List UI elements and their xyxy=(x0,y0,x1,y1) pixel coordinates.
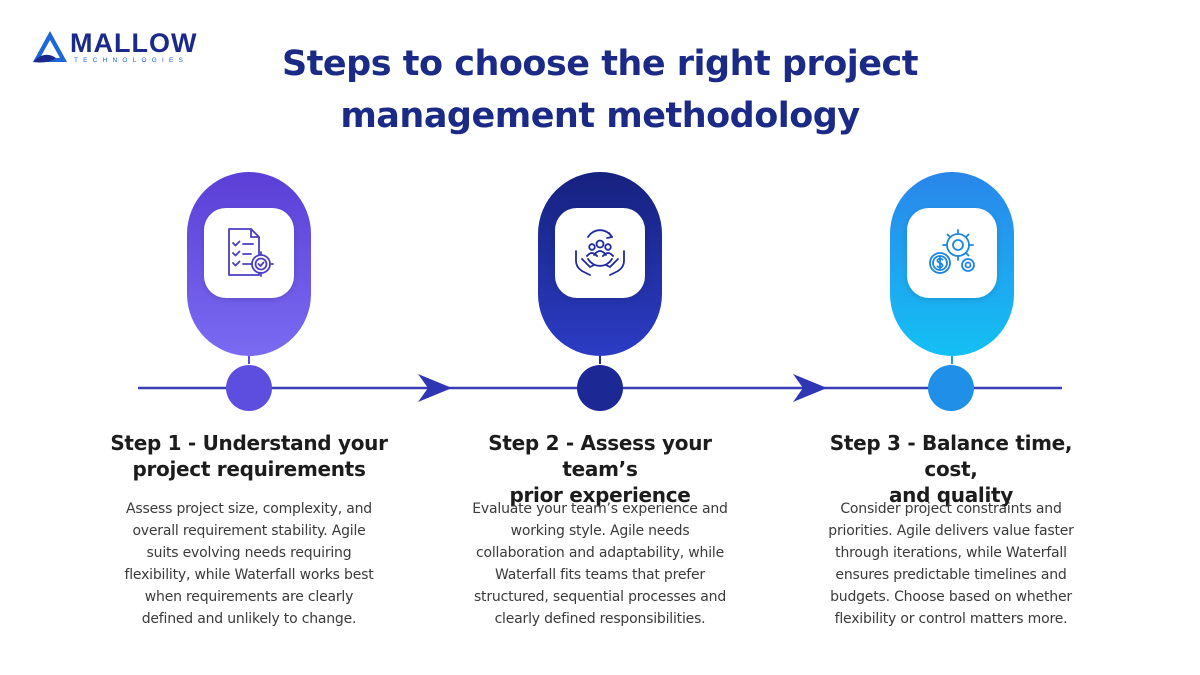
step-1-desc-line: flexibility, while Waterfall works best xyxy=(124,567,374,583)
step-3-node xyxy=(928,365,974,411)
step-1-icon-card xyxy=(204,208,294,298)
step-2-description: Evaluate your team’s experience and work… xyxy=(470,498,730,630)
step-2-title-line-2: prior experience xyxy=(509,483,691,507)
step-1-connector xyxy=(248,356,250,364)
mallow-logo-mark xyxy=(33,31,67,63)
step-3-icon-card xyxy=(907,208,997,298)
step-3-desc-line: flexibility or control matters more. xyxy=(834,611,1068,627)
step-1-desc-line: suits evolving needs requiring xyxy=(146,545,352,561)
gears-dollar-icon xyxy=(929,229,975,274)
step-3-title-line-1: Step 3 - Balance time, cost, xyxy=(829,431,1073,481)
step-2-desc-line: collaboration and adaptability, while xyxy=(475,545,724,561)
step-3-desc-line: ensures predictable timelines and xyxy=(835,567,1067,583)
step-1-desc-line: overall requirement stability. Agile xyxy=(132,523,366,539)
step-3-title: Step 3 - Balance time, cost, and quality xyxy=(801,430,1101,508)
company-logo: MALLOW TECHNOLOGIES xyxy=(30,28,200,68)
step-2-desc-line: working style. Agile needs xyxy=(510,523,690,539)
step-2-desc-line: Evaluate your team’s experience and xyxy=(472,501,728,517)
timeline-arrow-2 xyxy=(793,374,827,402)
title-line-2: management methodology xyxy=(340,96,860,136)
checklist-gear-icon xyxy=(228,228,274,277)
step-3-title-line-2: and quality xyxy=(888,483,1014,507)
step-3-connector xyxy=(951,356,953,364)
step-2-desc-line: structured, sequential processes and xyxy=(473,589,727,605)
step-3-desc-line: budgets. Choose based on whether xyxy=(830,589,1072,605)
step-3-desc-line: priorities. Agile delivers value faster xyxy=(828,523,1074,539)
page-title: Steps to choose the right project manage… xyxy=(200,38,1000,142)
step-1-desc-line: when requirements are clearly xyxy=(144,589,354,605)
step-1-title-line-2: project requirements xyxy=(132,457,366,481)
step-2-node xyxy=(577,365,623,411)
step-2-connector xyxy=(599,356,601,364)
title-line-1: Steps to choose the right project xyxy=(281,44,919,84)
step-3-desc-line: through iterations, while Waterfall xyxy=(835,545,1067,561)
logo-wordmark: MALLOW xyxy=(70,28,198,58)
step-2-title: Step 2 - Assess your team’s prior experi… xyxy=(450,430,750,508)
step-1-description: Assess project size, complexity, and ove… xyxy=(119,498,379,630)
step-3-desc-line: Consider project constraints and xyxy=(840,501,1062,517)
step-2-desc-line: clearly defined responsibilities. xyxy=(494,611,706,627)
step-2-capsule xyxy=(538,172,662,356)
step-2-title-line-1: Step 2 - Assess your team’s xyxy=(488,431,712,481)
timeline xyxy=(138,365,1062,411)
step-1-desc-line: Assess project size, complexity, and xyxy=(126,501,372,517)
step-1-node xyxy=(226,365,272,411)
step-2-icon-card xyxy=(555,208,645,298)
timeline-arrow-1 xyxy=(418,374,452,402)
step-3-capsule xyxy=(890,172,1014,356)
step-3-description: Consider project constraints and priorit… xyxy=(821,498,1081,630)
step-1-title-line-1: Step 1 - Understand your xyxy=(110,431,388,455)
logo-subtitle: TECHNOLOGIES xyxy=(74,57,189,64)
step-1-capsule xyxy=(187,172,311,356)
step-2-desc-line: Waterfall fits teams that prefer xyxy=(495,567,705,583)
team-hands-icon xyxy=(575,229,625,276)
step-1-desc-line: defined and unlikely to change. xyxy=(141,611,357,627)
step-1-title: Step 1 - Understand your project require… xyxy=(99,430,399,482)
